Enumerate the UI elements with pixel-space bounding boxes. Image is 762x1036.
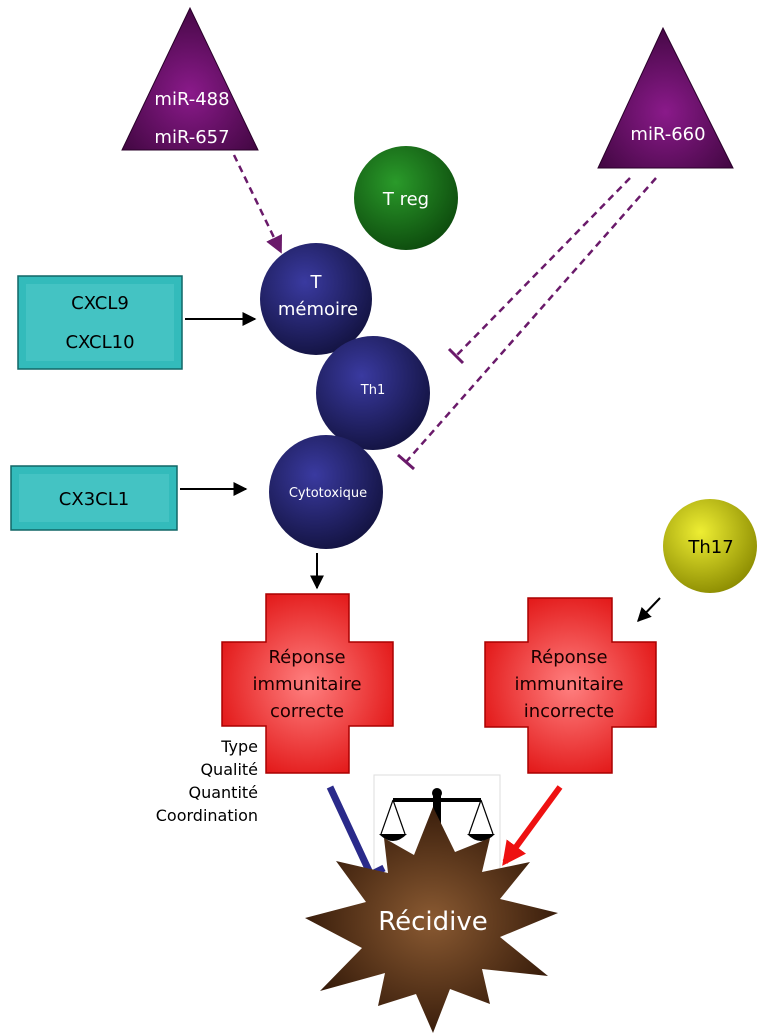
- treg-cell: T reg: [354, 146, 458, 250]
- cytotoxique-cell: Cytotoxique: [269, 435, 383, 549]
- mirna-488-label: miR-488: [154, 89, 229, 110]
- criteria-coordination: Coordination: [156, 806, 258, 825]
- criteria-quantite: Quantité: [188, 783, 258, 802]
- t-memoire-label-t: T: [310, 272, 323, 293]
- th1-cell: Th1: [316, 336, 430, 450]
- mirna-657-label: miR-657: [154, 127, 229, 148]
- response-correct-line2: immunitaire: [252, 674, 361, 695]
- response-correct-cross: Réponse immunitaire correcte: [221, 593, 394, 774]
- criteria-qualite: Qualité: [200, 760, 258, 779]
- th1-label: Th1: [360, 383, 385, 398]
- cxcl9-label: CXCL9: [71, 293, 129, 314]
- criteria-list: Type Qualité Quantité Coordination: [156, 737, 258, 825]
- treg-label: T reg: [382, 189, 429, 210]
- cxcl10-label: CXCL10: [65, 332, 134, 353]
- recidive-label: Récidive: [378, 907, 488, 937]
- th17-to-response-arrow: [637, 597, 661, 623]
- th17-cell: Th17: [663, 499, 757, 593]
- cx3cl1-label: CX3CL1: [59, 489, 129, 510]
- recidive-star: Récidive: [305, 807, 558, 1033]
- response-correct-line1: Réponse: [268, 647, 345, 668]
- mirna-660-label: miR-660: [630, 124, 705, 145]
- promote-arrow-incorrect: [502, 785, 563, 866]
- response-incorrect-line1: Réponse: [530, 647, 607, 668]
- response-correct-line3: correcte: [270, 701, 344, 722]
- mirna-660-inhibit-th1: [447, 177, 631, 365]
- response-incorrect-cross: Réponse immunitaire incorrecte: [484, 597, 657, 774]
- chemokine-box-cxcl: CXCL9 CXCL10: [17, 275, 183, 370]
- criteria-type: Type: [220, 737, 258, 756]
- cytotoxique-label: Cytotoxique: [289, 486, 367, 501]
- t-memoire-cell: T mémoire: [260, 243, 372, 355]
- mirna-left-triangle: miR-488 miR-657: [121, 6, 259, 151]
- mirna-660-inhibit-cytotoxique: [397, 177, 657, 471]
- mirna-activation-arrow: [232, 154, 283, 254]
- chemokine-box-cx3cl1: CX3CL1: [10, 465, 178, 531]
- th17-label: Th17: [687, 537, 733, 558]
- response-incorrect-line2: immunitaire: [514, 674, 623, 695]
- t-memoire-label: mémoire: [278, 299, 358, 320]
- response-incorrect-line3: incorrecte: [524, 701, 615, 722]
- mirna-right-triangle: miR-660: [597, 26, 734, 169]
